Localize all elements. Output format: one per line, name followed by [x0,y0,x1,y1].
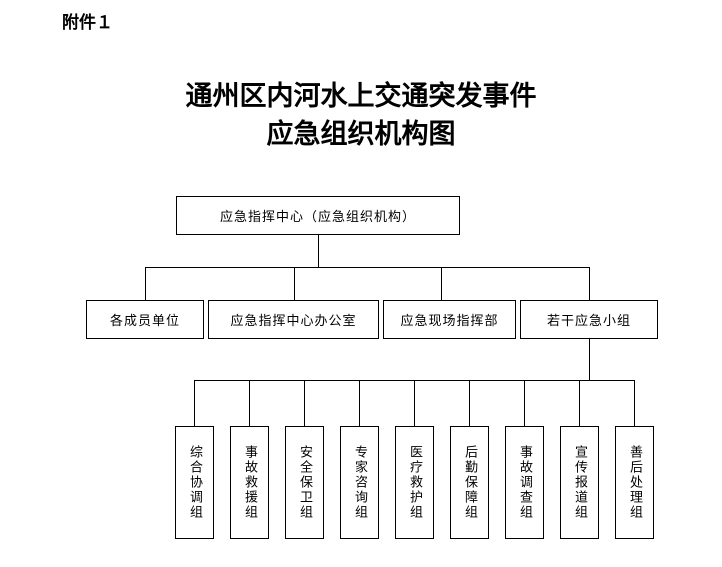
node-group-aftermath: 善后处理组 [615,426,654,539]
connector-group-drop-8 [579,380,580,427]
node-group-rescue: 事故救援组 [230,426,269,539]
connector-group-drop-2 [249,380,250,427]
connector-level2-drop-3 [441,267,442,301]
connector-group-drop-7 [524,380,525,427]
node-member-units: 各成员单位 [86,300,204,339]
node-emergency-teams: 若干应急小组 [520,300,658,339]
connector-groups-stem [589,338,590,381]
connector-group-drop-4 [359,380,360,427]
node-group-logistics: 后勤保障组 [450,426,489,539]
node-group-security: 安全保卫组 [285,426,324,539]
node-onsite-command: 应急现场指挥部 [383,300,516,339]
connector-group-drop-6 [469,380,470,427]
node-group-medical: 医疗救护组 [395,426,434,539]
annex-label: 附件１ [62,13,113,33]
connector-group-drop-5 [414,380,415,427]
connector-level2-bus [145,267,590,268]
connector-level2-drop-2 [294,267,295,301]
page-title-line1: 通州区内河水上交通突发事件 [185,81,537,112]
connector-level2-drop-4 [589,267,590,301]
node-root: 应急指挥中心（应急组织机构） [176,196,460,235]
connector-group-drop-9 [634,380,635,427]
connector-level2-drop-1 [145,267,146,301]
node-command-office: 应急指挥中心办公室 [208,300,379,339]
connector-group-drop-1 [194,380,195,427]
node-group-investigation: 事故调查组 [505,426,544,539]
node-group-experts: 专家咨询组 [340,426,379,539]
node-group-publicity: 宣传报道组 [560,426,599,539]
connector-group-drop-3 [304,380,305,427]
page-title-line2: 应急组织机构图 [266,119,456,150]
connector-root-down [318,234,319,268]
node-group-coordination: 综合协调组 [175,426,214,539]
